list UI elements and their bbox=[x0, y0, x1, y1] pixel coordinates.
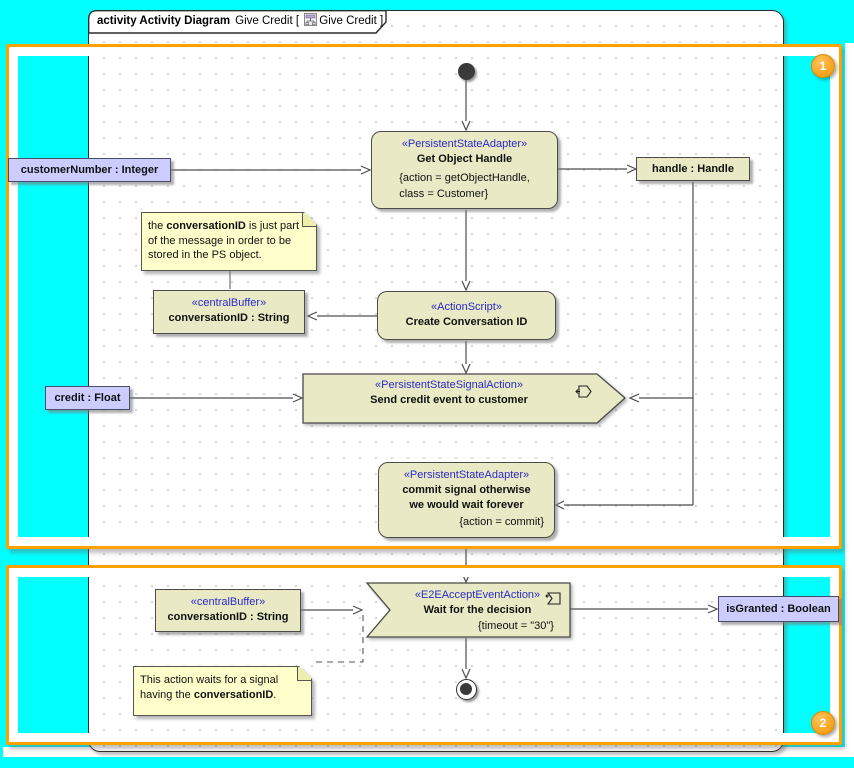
accept-event-shape[interactable] bbox=[364, 580, 576, 642]
action-name: Create Conversation ID bbox=[405, 316, 528, 328]
action-name: Get Object Handle bbox=[416, 153, 513, 165]
note-text-post: . bbox=[273, 688, 277, 701]
accept-event-text: «E2EAcceptEventAction» Wait for the deci… bbox=[367, 588, 570, 634]
send-signal-icon bbox=[575, 385, 592, 398]
stereotype-label: «ActionScript» bbox=[431, 301, 502, 313]
frame-ref-label: Give Credit ] bbox=[319, 15, 384, 27]
right-margin bbox=[845, 43, 854, 756]
action-name: Send credit event to customer bbox=[370, 394, 528, 406]
final-node-dot bbox=[460, 683, 472, 695]
note-text-bold: conversationID bbox=[193, 688, 274, 701]
action-constraint: {action = commit} bbox=[459, 516, 544, 528]
group-badge-1[interactable]: 1 bbox=[811, 54, 835, 78]
action-name-line1: commit signal otherwise bbox=[402, 484, 531, 496]
note-text-pre: This action waits for a signal having th… bbox=[140, 674, 279, 701]
accept-event-icon bbox=[545, 592, 561, 605]
buffer-name: conversationID : String bbox=[168, 312, 290, 324]
action-commit-signal[interactable]: «PersistentStateAdapter» commit signal o… bbox=[378, 462, 555, 538]
stereotype-label: «PersistentStateAdapter» bbox=[403, 469, 530, 481]
note-text-post: is just part of the message in order to … bbox=[148, 220, 300, 261]
note-wait-signal[interactable]: This action waits for a signal having th… bbox=[133, 666, 312, 716]
action-get-object-handle[interactable]: «PersistentStateAdapter» Get Object Hand… bbox=[371, 131, 558, 209]
object-node-customer-number[interactable]: customerNumber : Integer bbox=[8, 158, 171, 182]
stereotype-label: «centralBuffer» bbox=[191, 297, 267, 309]
central-buffer-top[interactable]: «centralBuffer» conversationID : String bbox=[153, 290, 305, 334]
note-text-bold: conversationID bbox=[166, 220, 246, 232]
activity-diagram-icon bbox=[304, 13, 318, 26]
action-constraint-line1: {action = getObjectHandle, bbox=[399, 172, 530, 184]
object-node-handle[interactable]: handle : Handle bbox=[636, 157, 750, 181]
buffer-name: conversationID : String bbox=[167, 611, 289, 623]
action-constraint: {timeout = "30"} bbox=[477, 620, 554, 632]
bottom-margin bbox=[3, 747, 854, 757]
note-fold-icon bbox=[297, 667, 311, 681]
activity-final-node[interactable] bbox=[456, 679, 477, 700]
action-name-line2: we would wait forever bbox=[409, 499, 524, 511]
send-signal-text: «PersistentStateSignalAction» Send credi… bbox=[303, 378, 595, 408]
initial-node[interactable] bbox=[458, 63, 475, 80]
send-signal-shape[interactable] bbox=[300, 371, 632, 429]
stereotype-label: «PersistentStateSignalAction» bbox=[375, 379, 523, 391]
stereotype-label: «centralBuffer» bbox=[190, 596, 266, 608]
action-constraint-line2: class = Customer} bbox=[399, 188, 489, 200]
note-text-pre: the bbox=[148, 220, 167, 232]
frame-kind-label: activity Activity Diagram bbox=[97, 15, 231, 27]
central-buffer-bottom[interactable]: «centralBuffer» conversationID : String bbox=[155, 589, 301, 632]
action-name: Wait for the decision bbox=[423, 604, 532, 616]
stereotype-label: «E2EAcceptEventAction» bbox=[414, 589, 541, 601]
group-badge-2[interactable]: 2 bbox=[811, 711, 835, 735]
object-node-is-granted[interactable]: isGranted : Boolean bbox=[718, 596, 839, 622]
stereotype-label: «PersistentStateAdapter» bbox=[401, 138, 528, 150]
action-create-conversation-id[interactable]: «ActionScript» Create Conversation ID bbox=[377, 291, 556, 340]
frame-name-label: Give Credit [ bbox=[235, 15, 300, 27]
note-conversation-id[interactable]: the conversationID is just part of the m… bbox=[141, 212, 317, 271]
frame-title: activity Activity Diagram Give Credit [ G… bbox=[97, 13, 383, 27]
object-node-credit[interactable]: credit : Float bbox=[45, 386, 130, 410]
note-fold-icon bbox=[302, 213, 316, 227]
